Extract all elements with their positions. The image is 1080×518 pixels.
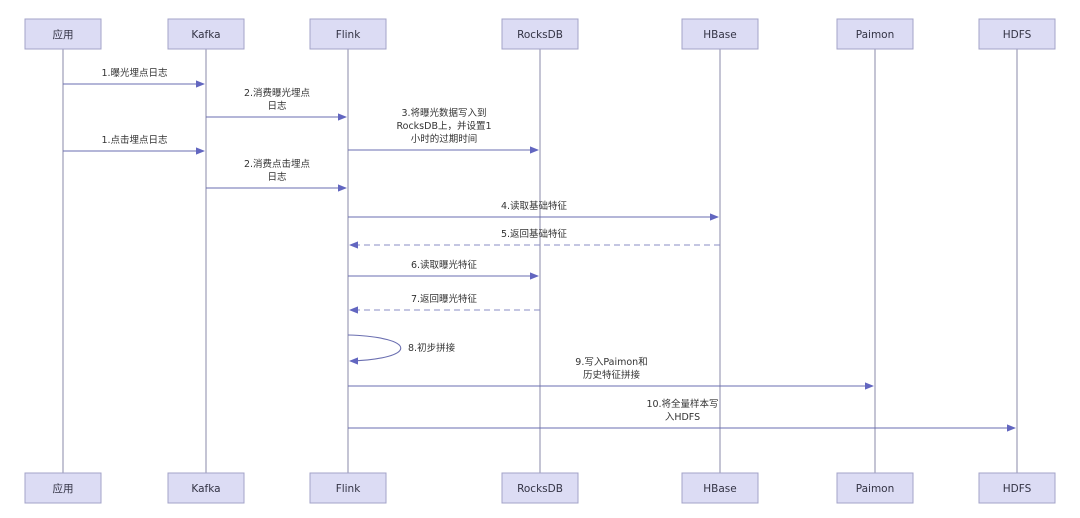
self-message-line xyxy=(347,334,402,362)
message-label: RocksDB上，并设置1 xyxy=(396,120,491,132)
participant-label: RocksDB xyxy=(517,483,563,495)
participant-box xyxy=(501,472,579,504)
message-label: 小时的过期时间 xyxy=(411,133,478,145)
participants-bottom: 应用 Kafka Flink RocksDB HBase Paimon HDFS xyxy=(24,472,1056,504)
participant-label: HBase xyxy=(703,483,736,495)
participant-box xyxy=(24,472,102,504)
participant-label: HDFS xyxy=(1003,29,1032,41)
message-label: 3.将曝光数据写入到 xyxy=(401,107,486,119)
message-4: 1.点击埋点日志 xyxy=(63,134,205,155)
participant-label: 应用 xyxy=(53,28,74,41)
arrowhead xyxy=(349,306,358,314)
participant-box xyxy=(836,18,914,50)
arrowhead xyxy=(865,382,874,390)
participant-box xyxy=(309,18,387,50)
arrowhead xyxy=(338,184,347,192)
message-label: 4.读取基础特征 xyxy=(501,200,568,212)
arrowhead xyxy=(349,357,358,365)
participant-label: Kafka xyxy=(191,483,220,495)
participant-hbase-bottom: HBase xyxy=(681,472,759,504)
message-label: 日志 xyxy=(267,100,286,112)
arrowhead xyxy=(338,113,347,121)
participant-label: 应用 xyxy=(53,482,74,495)
participant-rocksdb-top: RocksDB xyxy=(501,18,579,50)
message-label: 历史特征拼接 xyxy=(583,369,641,381)
participant-box xyxy=(167,472,245,504)
participant-label: Flink xyxy=(336,483,362,495)
participant-label: Paimon xyxy=(856,29,895,41)
message-label: 日志 xyxy=(267,171,286,183)
message-label: 5.返回基础特征 xyxy=(501,228,568,240)
message-label: 1.点击埋点日志 xyxy=(101,134,167,146)
arrowhead xyxy=(349,241,358,249)
participant-label: Kafka xyxy=(191,29,220,41)
participant-box xyxy=(978,472,1056,504)
message-9: 7.返回曝光特征 xyxy=(349,293,540,314)
participant-label: Flink xyxy=(336,29,362,41)
participant-hbase-top: HBase xyxy=(681,18,759,50)
arrowhead xyxy=(530,272,539,280)
participant-app-top: 应用 xyxy=(24,18,102,50)
message-label: 7.返回曝光特征 xyxy=(411,293,478,305)
participant-flink-bottom: Flink xyxy=(309,472,387,504)
message-label: 8.初步拼接 xyxy=(408,342,456,354)
message-10: 8.初步拼接 xyxy=(347,334,456,365)
participant-app-bottom: 应用 xyxy=(24,472,102,504)
message-label: 入HDFS xyxy=(665,412,700,423)
participants-top: 应用 Kafka Flink RocksDB HBase Paimon HDFS xyxy=(24,18,1056,50)
participant-flink-top: Flink xyxy=(309,18,387,50)
participant-hdfs-top: HDFS xyxy=(978,18,1056,50)
message-1: 1.曝光埋点日志 xyxy=(63,67,205,88)
message-label: 6.读取曝光特征 xyxy=(411,259,478,271)
arrowhead xyxy=(530,146,539,154)
participant-box xyxy=(24,18,102,50)
message-label: 10.将全量样本写 xyxy=(646,398,718,410)
message-6: 4.读取基础特征 xyxy=(348,200,719,221)
participant-box xyxy=(167,18,245,50)
message-label: 9.写入Paimon和 xyxy=(575,357,647,368)
arrowhead xyxy=(1007,424,1016,432)
message-8: 6.读取曝光特征 xyxy=(348,259,539,280)
participant-paimon-bottom: Paimon xyxy=(836,472,914,504)
message-7: 5.返回基础特征 xyxy=(349,228,720,249)
messages: 1.曝光埋点日志2.消费曝光埋点日志3.将曝光数据写入到RocksDB上，并设置… xyxy=(63,67,1016,432)
participant-label: RocksDB xyxy=(517,29,563,41)
arrowhead xyxy=(196,147,205,155)
participant-label: Paimon xyxy=(856,483,895,495)
participant-kafka-top: Kafka xyxy=(167,18,245,50)
arrowhead xyxy=(196,80,205,88)
participant-box xyxy=(681,472,759,504)
message-label: 1.曝光埋点日志 xyxy=(101,67,167,79)
participant-box xyxy=(978,18,1056,50)
participant-label: HBase xyxy=(703,29,736,41)
message-label: 2.消费曝光埋点 xyxy=(244,87,311,99)
participant-label: HDFS xyxy=(1003,483,1032,495)
participant-box xyxy=(501,18,579,50)
participant-rocksdb-bottom: RocksDB xyxy=(501,472,579,504)
participant-box xyxy=(836,472,914,504)
lifelines xyxy=(62,49,1018,473)
message-label: 2.消费点击埋点 xyxy=(244,158,311,170)
participant-hdfs-bottom: HDFS xyxy=(978,472,1056,504)
participant-box xyxy=(681,18,759,50)
arrowhead xyxy=(710,213,719,221)
participant-paimon-top: Paimon xyxy=(836,18,914,50)
participant-kafka-bottom: Kafka xyxy=(167,472,245,504)
participant-box xyxy=(309,472,387,504)
